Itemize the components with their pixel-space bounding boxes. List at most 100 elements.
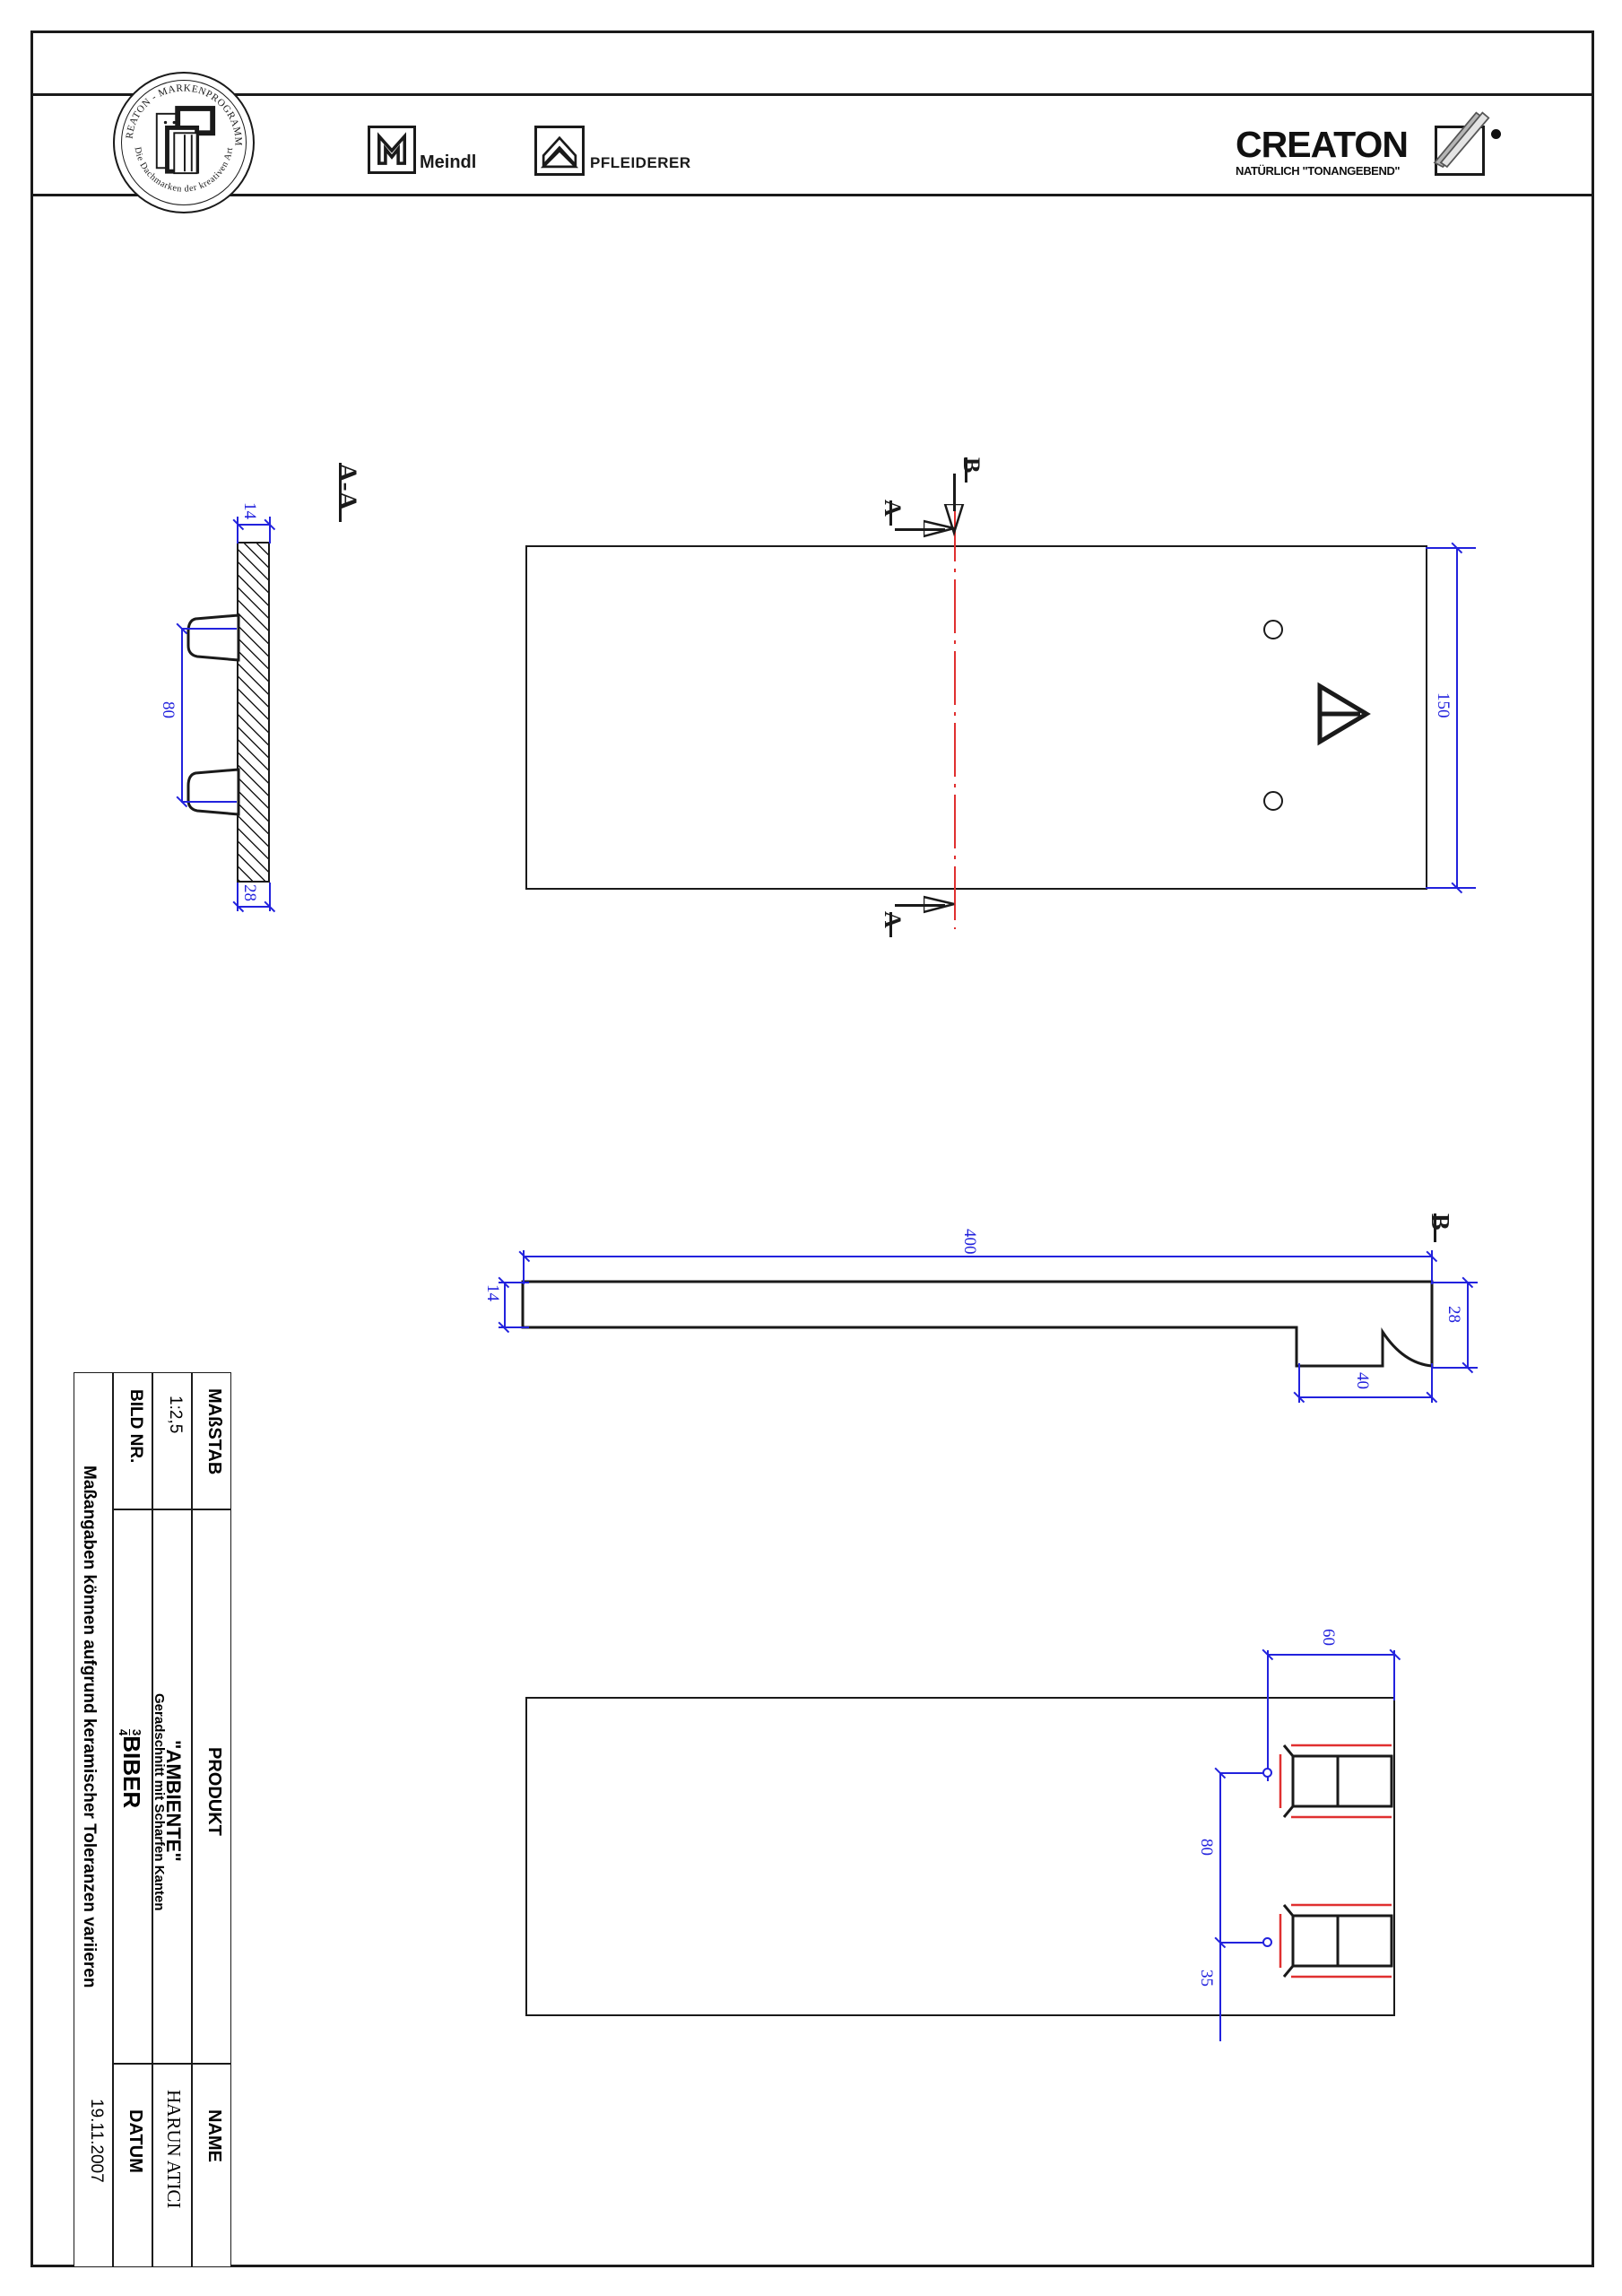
dim-14-value: 14 — [240, 502, 259, 519]
dim-60-value: 60 — [1319, 1629, 1338, 1646]
title-block-col-scale — [192, 1372, 231, 2267]
dim-40-ext-right — [1431, 1363, 1433, 1403]
section-bb-profile — [521, 1280, 1434, 1368]
section-mark-a-top-label: A — [880, 500, 906, 517]
plan-top-outline — [525, 545, 1427, 890]
title-block-name-label: NAME — [204, 2109, 224, 2162]
dim-400-ext-right — [1431, 1250, 1433, 1284]
dim-35-line — [1219, 1943, 1221, 2041]
title-block-divider-lower — [113, 2063, 231, 2065]
section-aa-nibs — [186, 613, 240, 816]
dim-80-ext-bot — [181, 801, 237, 803]
dim-35-value: 35 — [1197, 1970, 1216, 1987]
dim-80b-origin-dot-top — [1262, 1768, 1272, 1778]
roof-tiles-icon — [155, 106, 216, 175]
dim-28-value: 28 — [240, 884, 259, 901]
dim-28-ext-right — [269, 883, 271, 911]
dim-60-line — [1267, 1654, 1395, 1656]
section-mark-a-bot-tick — [889, 912, 892, 937]
header-band-bottom-line — [32, 194, 1592, 196]
dim-80b-origin-dot-bot — [1262, 1937, 1272, 1947]
dim-80-value: 80 — [159, 701, 178, 718]
plan-bottom-nib-lower — [1279, 1903, 1393, 1979]
meindl-m-icon — [377, 132, 406, 165]
dim-80b-value: 80 — [1197, 1839, 1216, 1856]
hole-circle-icon-upper — [1263, 620, 1283, 639]
section-mark-a-top-tick — [889, 500, 892, 526]
section-bb-label: B — [1426, 1213, 1453, 1231]
dim-60-ext-left — [1267, 1650, 1269, 1781]
dim-80-line — [181, 628, 183, 802]
dim-14b-value: 14 — [483, 1284, 502, 1301]
section-aa-plate — [237, 542, 270, 883]
title-block-col-bildnr — [113, 1372, 152, 2267]
dim-80-ext-top — [181, 628, 237, 630]
pfleiderer-roof-icon — [540, 135, 579, 169]
section-mark-a-top-arrowhead — [924, 519, 955, 538]
section-aa-label-underline — [339, 463, 342, 522]
dim-400-ext-left — [523, 1250, 525, 1284]
dim-80b-ext-top — [1219, 1772, 1268, 1774]
dim-28b-ext-bot — [1433, 1367, 1478, 1369]
dim-14-ext-left — [237, 517, 239, 544]
biber-type: BIBER — [118, 1735, 145, 1809]
dim-28b-value: 28 — [1444, 1306, 1463, 1323]
creaton-tagline: NATÜRLICH "TONANGEBEND" — [1236, 164, 1401, 178]
title-block-divider-upper — [113, 1509, 231, 1510]
title-block-product-subtitle: Geradschnitt mit Scharfen Kanten — [152, 1693, 167, 1911]
dim-28-line — [237, 906, 270, 908]
dim-150-ext-top — [1426, 547, 1476, 549]
dim-150-value: 150 — [1434, 692, 1453, 718]
dim-40-value: 40 — [1353, 1372, 1372, 1389]
section-mark-a-bot-arrow-line — [895, 904, 945, 907]
dim-40-ext-left — [1298, 1363, 1300, 1403]
pfleiderer-label: PFLEIDERER — [590, 154, 691, 171]
dim-14b-ext-bot — [499, 1326, 529, 1328]
section-mark-a-bot-arrowhead — [924, 895, 955, 914]
plan-bottom-nib-upper — [1279, 1744, 1393, 1819]
section-mark-a-top-arrow-line — [895, 528, 945, 531]
dim-80b-ext-bot — [1219, 1942, 1268, 1944]
dim-28-ext-left — [237, 883, 239, 911]
section-mark-a-bot-label: A — [880, 911, 906, 928]
dim-150-line — [1456, 547, 1458, 888]
sheet-border — [30, 30, 1594, 2267]
dim-28b-ext-top — [1433, 1282, 1478, 1283]
title-block-tolerance-note: Maßangaben können aufgrund keramischer T… — [80, 1465, 99, 1988]
creaton-wordmark: CREATON — [1236, 124, 1409, 165]
creaton-registered-dot — [1491, 129, 1501, 139]
section-bb-label-tick — [1434, 1213, 1436, 1242]
meindl-logo-box — [368, 126, 416, 174]
title-block-scale-value: 1:2,5 — [166, 1396, 185, 1434]
dim-14b-line — [504, 1282, 506, 1327]
section-mark-b-top-stem — [953, 474, 956, 511]
dim-150-ext-bot — [1426, 887, 1476, 889]
dim-40-line — [1298, 1396, 1433, 1398]
title-block-date-label: DATUM — [126, 2109, 145, 2173]
dim-14b-ext-top — [499, 1282, 529, 1283]
plan-bottom-outline — [525, 1697, 1395, 2016]
creaton-tile-icon — [1433, 111, 1490, 176]
title-block-scale-label: MAßSTAB — [204, 1388, 224, 1475]
dim-28b-line — [1467, 1282, 1469, 1368]
dim-14-line — [237, 524, 270, 526]
dim-400-value: 400 — [960, 1229, 979, 1255]
stamp-inner-ring — [121, 80, 247, 205]
creaton-logo: CREATON NATÜRLICH "TONANGEBEND" — [1236, 124, 1409, 178]
dim-60-ext-right — [1393, 1650, 1395, 1700]
title-block-product-label: PRODUKT — [204, 1747, 224, 1836]
title-block-bildnr-label: BILD NR. — [126, 1389, 145, 1464]
dim-80b-line — [1219, 1772, 1221, 1943]
title-block-col-note — [74, 1372, 113, 2267]
dim-400-line — [523, 1256, 1433, 1257]
hole-circle-icon-lower — [1263, 791, 1283, 811]
meindl-label: Meindl — [420, 152, 477, 172]
dim-14-ext-right — [269, 517, 271, 544]
title-block-date-value: 19.11.2007 — [87, 2099, 106, 2183]
title-block-name-value: HARUN ATICI — [163, 2090, 185, 2209]
section-mark-b-top-arrowhead — [943, 504, 965, 537]
pfleiderer-logo-box — [534, 126, 585, 176]
triangle-marker-icon — [1317, 682, 1371, 746]
